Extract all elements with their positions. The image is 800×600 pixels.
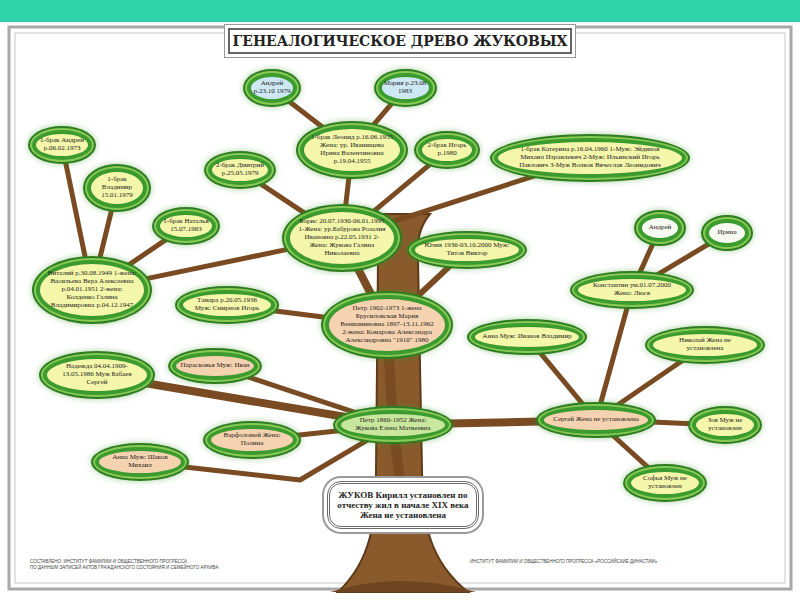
family-leaf: Виталий р.30.08.1949 1-жена: Васильева В… xyxy=(36,260,148,320)
family-leaf: 1-брак Катерина р.16.04.1960 1-Муж: Эйди… xyxy=(494,138,686,178)
title-text: ГЕНЕАЛОГИЧЕСКОЕ ДРЕВО ЖУКОВЫХ xyxy=(233,33,568,49)
person-text: Борис 20.07.1930-06.01.1995 1-Жена: ур.Б… xyxy=(297,218,387,257)
person-text: Надежда 04.04.1909-13.05.1986 Муж Бабаев… xyxy=(54,363,140,386)
person-text: 1-брак Владимир 15.01.1979 xyxy=(93,176,141,199)
person-text: Петр 1902-1973 1-жена Брусиловская Мария… xyxy=(338,305,437,344)
person-text: Андрей р.23.10 1979 xyxy=(252,80,292,96)
family-leaf: Константин ум.01.07.2000 Жена: Люся xyxy=(574,275,690,305)
family-leaf: Надежда 04.04.1909-13.05.1986 Муж Бабаев… xyxy=(43,355,151,395)
family-leaf: Андрей xyxy=(638,214,682,242)
tree-branch xyxy=(65,160,86,260)
family-leaf: Петр 1860-1952 Жена: Жукова Елена Матвее… xyxy=(337,410,449,440)
footer-note: ИНСТИТУТ ФАМИЛИИ И ОБЩЕСТВЕННОГО ПРОГРЕС… xyxy=(470,560,770,565)
person-text: 1-брак Андрей р.06.02.1973 xyxy=(38,137,86,153)
person-text: 1-брак Леонид р.16.06.1955 Жена: ур. Ива… xyxy=(311,134,394,165)
tree-branch xyxy=(538,351,584,407)
family-leaf: 2-брак Дмитрий р.25.05.1979 xyxy=(208,155,272,185)
person-text: Анна Муж: Иванов Владимир xyxy=(482,333,572,341)
tree-branch xyxy=(295,431,341,436)
tree-branch xyxy=(449,421,541,423)
person-text: ЖУКОВ Кирилл установлен по отчеству жил … xyxy=(335,490,471,520)
family-leaf: 1-брак Владимир 15.01.1979 xyxy=(87,168,147,208)
family-leaf: 1-брак Леонид р.16.06.1955 Жена: ур. Ива… xyxy=(300,125,404,175)
family-leaf: Варфоломей Жена: Полина xyxy=(207,425,297,455)
person-text: Тамара р.20.05.1936 Муж: Смирнов Игорь xyxy=(189,297,266,313)
person-text: Николай Жена не установлена xyxy=(660,337,750,353)
family-leaf: Андрей р.23.10 1979 xyxy=(247,73,297,103)
person-text: Ирина xyxy=(710,229,745,237)
family-leaf: Ирина xyxy=(705,219,749,247)
person-text: Андрей xyxy=(643,224,678,232)
tree-branch xyxy=(639,242,654,276)
person-text: 2-брак Игорь р.1980 xyxy=(424,142,470,158)
tree-branch xyxy=(127,238,169,266)
frame-inner xyxy=(15,33,785,583)
person-text: Софья Муж не установлен xyxy=(635,475,696,491)
family-leaf: Софья Муж не установлен xyxy=(627,468,703,498)
person-text: 2-брак Дмитрий р.25.05.1979 xyxy=(215,162,266,178)
family-leaf: Парасковья Муж: Иван xyxy=(172,352,258,380)
person-text: Константин ум.01.07.2000 Жена: Люся xyxy=(586,282,679,298)
tree-branch xyxy=(287,100,324,129)
tree-branch xyxy=(144,249,290,279)
family-leaf: Юлия 1936-03.10.2000 Муж: Титов Виктор xyxy=(411,235,523,265)
person-text: Мария р.23.08 1983 xyxy=(383,80,427,96)
top-bar xyxy=(0,0,800,22)
tree-branch xyxy=(372,102,394,127)
tree-branch xyxy=(615,359,685,407)
family-leaf: Николай Жена не установлена xyxy=(649,330,761,360)
person-text: Парасковья Муж: Иван xyxy=(181,362,250,370)
person-text: Юлия 1936-03.10.2000 Муж: Титов Виктор xyxy=(422,242,512,258)
tree-branch xyxy=(611,434,650,470)
founder-plaque: ЖУКОВ Кирилл установлен по отчеству жил … xyxy=(327,481,479,529)
person-text: 1-брак Катерина р.16.04.1960 1-Муж: Эйди… xyxy=(513,146,667,169)
tree-branch xyxy=(357,267,372,296)
tree-branch xyxy=(272,311,327,318)
footer-note: ПО ДАННЫМ ЗАПИСЕЙ АКТОВ ГРАЖДАНСКОГО СОС… xyxy=(30,566,250,571)
tree-trunk xyxy=(338,214,468,592)
family-leaf: Анна Муж: Иванов Владимир xyxy=(471,323,583,351)
family-leaf: Анна Муж: Шаков Михаил xyxy=(95,447,185,477)
family-leaf: Петр 1902-1973 1-жена Брусиловская Мария… xyxy=(325,295,449,355)
tree-branch xyxy=(258,182,307,214)
person-text: Анна Муж: Шаков Михаил xyxy=(104,454,176,470)
family-leaf: Зоя Муж не установлен xyxy=(692,410,758,440)
tree-branch xyxy=(600,305,628,406)
family-leaf: Сергей Жена не установлена xyxy=(540,406,652,434)
tree-branch xyxy=(395,440,400,481)
family-leaf: Мария р.23.08 1983 xyxy=(378,73,433,103)
family-leaf: Тамара р.20.05.1936 Муж: Смирнов Игорь xyxy=(179,290,275,320)
tree-branch xyxy=(345,175,349,208)
tree-branch xyxy=(655,243,711,277)
tree-roots xyxy=(330,581,476,592)
tree-branch xyxy=(245,376,358,413)
frame xyxy=(9,27,791,589)
tree-branch xyxy=(415,264,451,298)
title-plate: ГЕНЕАЛОГИЧЕСКОЕ ДРЕВО ЖУКОВЫХ xyxy=(228,28,572,54)
person-text: Петр 1860-1952 Жена: Жукова Елена Матвее… xyxy=(348,417,438,433)
family-leaf: 2-брак Игорь р.1980 xyxy=(418,135,476,165)
tree-branch xyxy=(99,208,112,261)
tree-branch xyxy=(651,422,692,424)
family-leaf: 1-брак Наталья 15.07.1983 xyxy=(156,211,216,241)
person-text: Зоя Муж не установлен xyxy=(699,417,752,433)
family-leaf: 1-брак Андрей р.06.02.1973 xyxy=(32,130,92,160)
person-text: Варфоломей Жена: Полина xyxy=(216,432,288,448)
person-text: Виталий р.30.08.1949 1-жена: Васильева В… xyxy=(47,270,137,309)
person-text: 1-брак Наталья 15.07.1983 xyxy=(162,218,210,234)
footer-note: СОСТАВЛЕНО: ИНСТИТУТ ФАМИЛИИ И ОБЩЕСТВЕН… xyxy=(30,560,250,565)
family-leaf: Борис 20.07.1930-06.01.1995 1-Жена: ур.Б… xyxy=(286,208,398,268)
tree-branch xyxy=(389,355,392,410)
tree-branch xyxy=(390,175,538,223)
person-text: Сергей Жена не установлена xyxy=(551,416,641,424)
